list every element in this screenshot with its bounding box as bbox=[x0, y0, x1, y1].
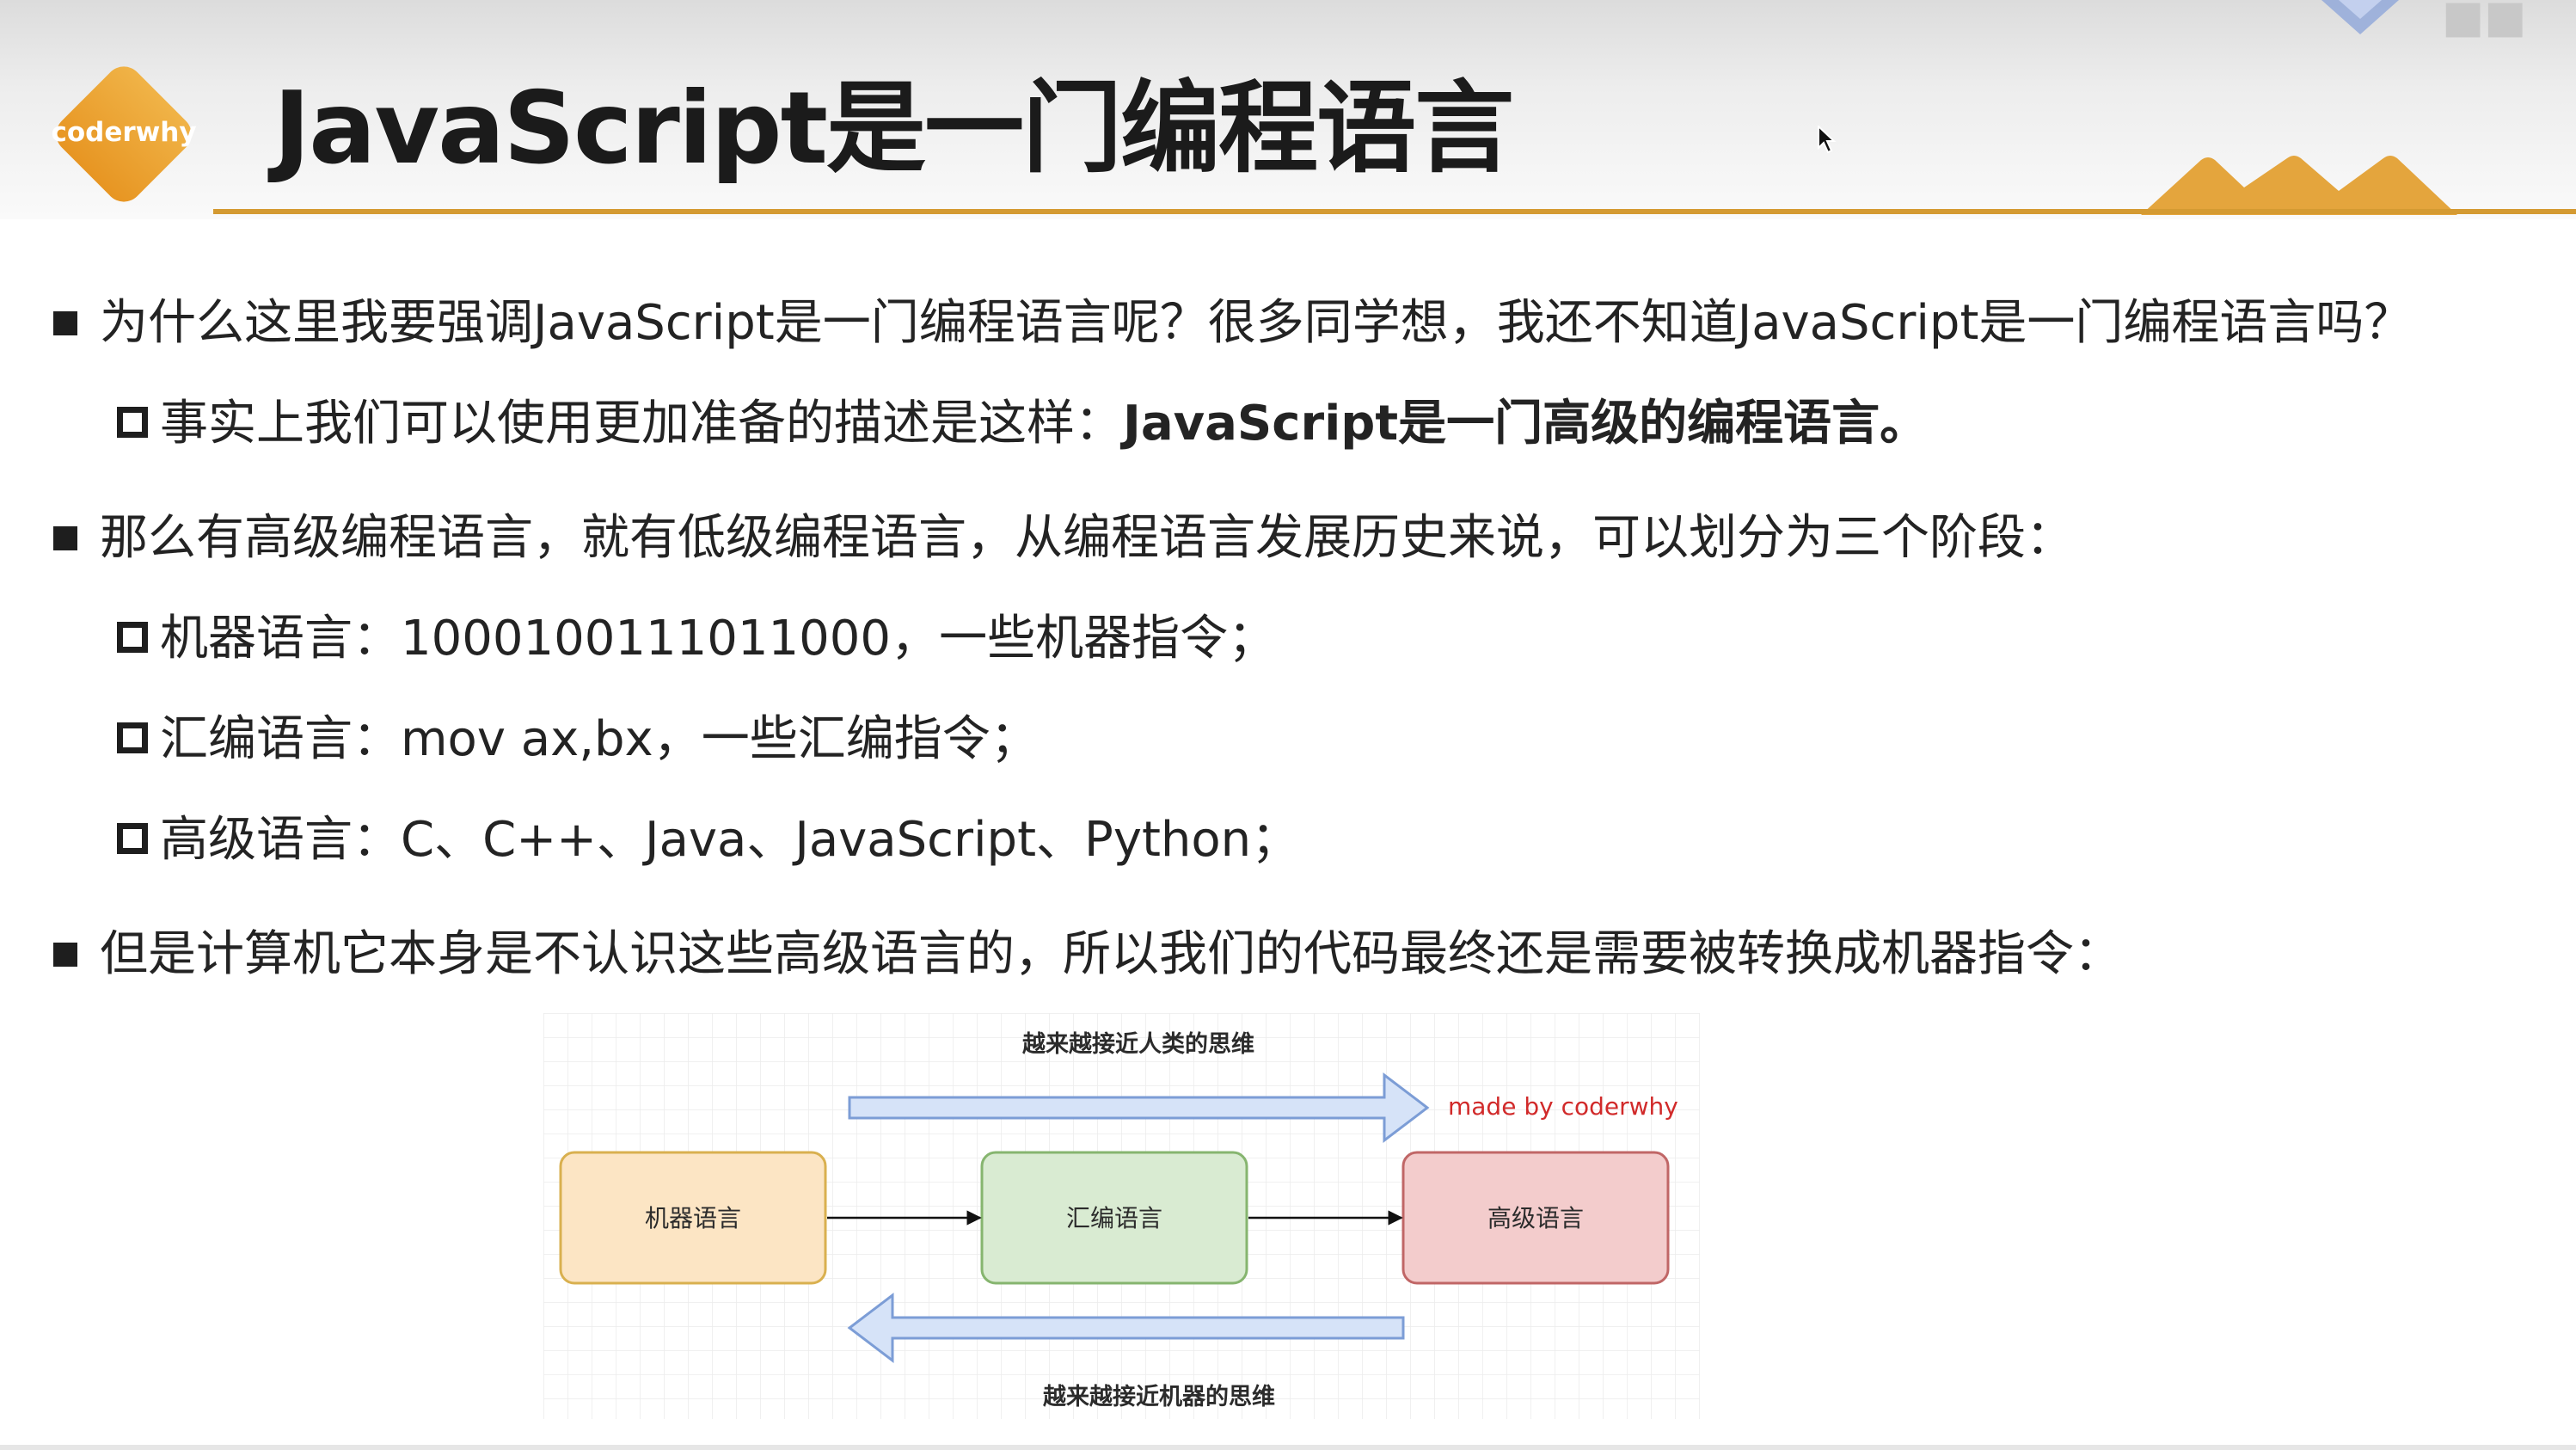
bullet-bold-text: JavaScript是一门高级的编程语言。 bbox=[1123, 396, 1929, 452]
bullet-machine-instructions: 但是计算机它本身是不认识这些高级语言的，所以我们的代码最终还是需要被转换成机器指… bbox=[53, 922, 2122, 987]
coderwhy-logo: coderwhy bbox=[51, 66, 197, 202]
box-high-level-language-label: 高级语言 bbox=[1487, 1204, 1584, 1232]
title-underline bbox=[213, 209, 2576, 214]
bullet-text: 事实上我们可以使用更加准备的描述是这样： bbox=[160, 396, 1123, 452]
logo-text: coderwhy bbox=[51, 117, 196, 148]
sub-bullet-machine-language: 机器语言：1000100111011000，一些机器指令； bbox=[117, 606, 1276, 672]
square-bullet-icon bbox=[53, 943, 77, 967]
hollow-square-bullet-icon bbox=[117, 823, 148, 854]
corner-watermark: ■■ bbox=[2442, 0, 2527, 43]
mouse-cursor-icon bbox=[1818, 126, 1837, 154]
box-assembly-language-label: 汇编语言 bbox=[1066, 1204, 1162, 1232]
hollow-square-bullet-icon bbox=[117, 407, 148, 438]
bullet-text: 为什么这里我要强调JavaScript是一门编程语言呢？很多同学想，我还不知道J… bbox=[100, 295, 2413, 351]
bullet-text: 高级语言：C、C++、Java、JavaScript、Python； bbox=[160, 812, 1300, 868]
sub-bullet-accurate-description: 事实上我们可以使用更加准备的描述是这样：JavaScript是一门高级的编程语言… bbox=[117, 391, 1928, 457]
sub-bullet-assembly-language: 汇编语言：mov ax,bx，一些汇编指令； bbox=[117, 707, 1039, 772]
bullet-why-programming-language: 为什么这里我要强调JavaScript是一门编程语言呢？很多同学想，我还不知道J… bbox=[53, 291, 2412, 356]
header-background bbox=[0, 0, 2576, 219]
mountains-decoration bbox=[2141, 156, 2457, 215]
box-assembly-language bbox=[980, 1151, 1248, 1285]
box-machine-language bbox=[559, 1151, 827, 1285]
arrow-toward-human bbox=[848, 1072, 1430, 1144]
box-machine-language-label: 机器语言 bbox=[645, 1204, 741, 1232]
language-levels-diagram: 越来越接近人类的思维 made by coderwhy 机器语言 汇编语言 高级… bbox=[543, 1013, 1700, 1419]
bullet-text: 但是计算机它本身是不认识这些高级语言的，所以我们的代码最终还是需要被转换成机器指… bbox=[100, 926, 2122, 982]
slide-title: JavaScript是一门编程语言 bbox=[273, 71, 1514, 187]
bullet-text: 汇编语言：mov ax,bx，一些汇编指令； bbox=[160, 711, 1039, 767]
bullet-three-stages: 那么有高级编程语言，就有低级编程语言，从编程语言发展历史来说，可以划分为三个阶段… bbox=[53, 506, 2074, 571]
top-caption: 越来越接近人类的思维 bbox=[1022, 1030, 1254, 1058]
corner-logo-icon bbox=[2321, 0, 2399, 34]
hollow-square-bullet-icon bbox=[117, 722, 148, 753]
hollow-square-bullet-icon bbox=[117, 622, 148, 653]
square-bullet-icon bbox=[53, 311, 77, 335]
bottom-caption: 越来越接近机器的思维 bbox=[1043, 1383, 1275, 1410]
square-bullet-icon bbox=[53, 526, 77, 550]
sub-bullet-high-level-language: 高级语言：C、C++、Java、JavaScript、Python； bbox=[117, 808, 1299, 873]
bullet-text: 机器语言：1000100111011000，一些机器指令； bbox=[160, 611, 1277, 667]
brand-watermark: made by coderwhy bbox=[1448, 1092, 1678, 1121]
arrow-toward-machine bbox=[847, 1292, 1405, 1364]
box-high-level-language bbox=[1401, 1151, 1670, 1285]
bottom-border bbox=[0, 1445, 2576, 1450]
bullet-text: 那么有高级编程语言，就有低级编程语言，从编程语言发展历史来说，可以划分为三个阶段… bbox=[100, 510, 2074, 566]
